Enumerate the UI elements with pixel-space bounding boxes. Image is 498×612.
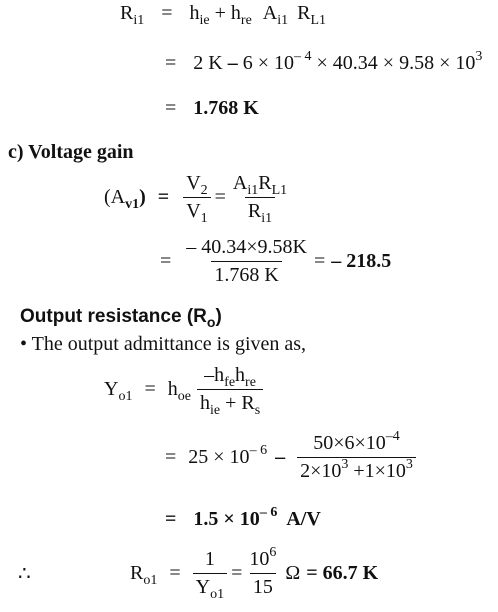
hfe-hre-fraction: –hfehre hie + Rs (196, 364, 264, 418)
voltage-gain-substitution: = – 40.34×9.58K 1.768 K = – 218.5 (160, 236, 391, 287)
bullet-text: The output admittance is given as, (31, 333, 307, 355)
admittance-result: = 1.5 × 10– 6 A/V (165, 505, 321, 531)
output-resistance-equation: ∴ Ro1 = 1 Yo1 = 106 15 Ω = 66.7 K (18, 545, 488, 602)
minus-sign: – (275, 446, 286, 468)
gain-result: – 218.5 (331, 250, 392, 272)
equals-sign: = (165, 446, 177, 468)
equals-sign: = (165, 97, 177, 119)
equals-sign: = (157, 186, 170, 208)
ten-power-over-15-fraction: 106 15 (249, 545, 277, 599)
bullet-icon: • (20, 333, 28, 355)
ohm-symbol: Ω (285, 562, 301, 584)
equals-sign: = (231, 562, 243, 584)
numeric-gain-fraction: – 40.34×9.58K 1.768 K (186, 236, 308, 286)
admittance-substitution: = 25 × 10– 6 – 50×6×10–4 2×103 +1×103 (165, 430, 416, 483)
ri1-equation: Ri1 = hie + hre Ai1 RL1 (120, 2, 327, 28)
equals-sign: = (314, 250, 326, 272)
resistance-result: = 66.7 K (306, 562, 379, 584)
equals-sign: = (169, 562, 181, 584)
equals-sign: = (160, 250, 172, 272)
hoe-value: 25 × 10– 6 (188, 443, 268, 469)
hoe-term: hoe (167, 378, 191, 404)
ro1-symbol: Ro1 (130, 562, 158, 588)
power-term: 6 × 10– 4 (242, 49, 312, 75)
one-over-yo1-fraction: 1 Yo1 (192, 548, 228, 602)
numeric-admittance-fraction: 50×6×10–4 2×103 +1×103 (297, 430, 416, 483)
rl1-term: RL1 (297, 2, 327, 28)
therefore-icon: ∴ (18, 563, 31, 585)
minus-sign: – (227, 52, 238, 74)
voltage-gain-equation: (Av1) = V2 V1 = Ai1RL1 Ri1 (104, 172, 290, 226)
ri1-symbol: Ri1 (120, 2, 145, 28)
equals-sign: = (165, 52, 177, 74)
equals-sign: = (161, 2, 173, 24)
hre-term: hre (230, 2, 252, 28)
bullet-item: • The output admittance is given as, (20, 333, 306, 356)
equals-sign: = (144, 378, 156, 400)
v2-over-v1-fraction: V2 V1 (183, 172, 211, 226)
section-heading-voltage-gain: c) Voltage gain (8, 141, 134, 163)
admittance-equation: Yo1 = hoe –hfehre hie + Rs (104, 364, 264, 418)
ri1-result: = 1.768 K (165, 97, 259, 120)
ai1rl1-over-ri1-fraction: Ai1RL1 Ri1 (232, 172, 288, 226)
ai1-term: Ai1 (262, 2, 289, 28)
equals-sign: = (165, 508, 177, 530)
yo1-symbol: Yo1 (104, 378, 133, 404)
hie-term: hie (189, 2, 210, 28)
value-2k: 2 K (193, 52, 223, 74)
result-value: 1.768 K (193, 97, 259, 119)
product-term: × 40.34 × 9.58 × 103 (316, 49, 483, 75)
section-heading-output-resistance: Output resistance (Ro) (20, 306, 222, 330)
ri1-substitution: = 2 K – 6 × 10– 4 × 40.34 × 9.58 × 103 (165, 49, 483, 75)
equals-sign: = (214, 186, 226, 208)
av1-symbol: (Av1) (104, 186, 146, 212)
plus-sign: + (214, 2, 226, 24)
